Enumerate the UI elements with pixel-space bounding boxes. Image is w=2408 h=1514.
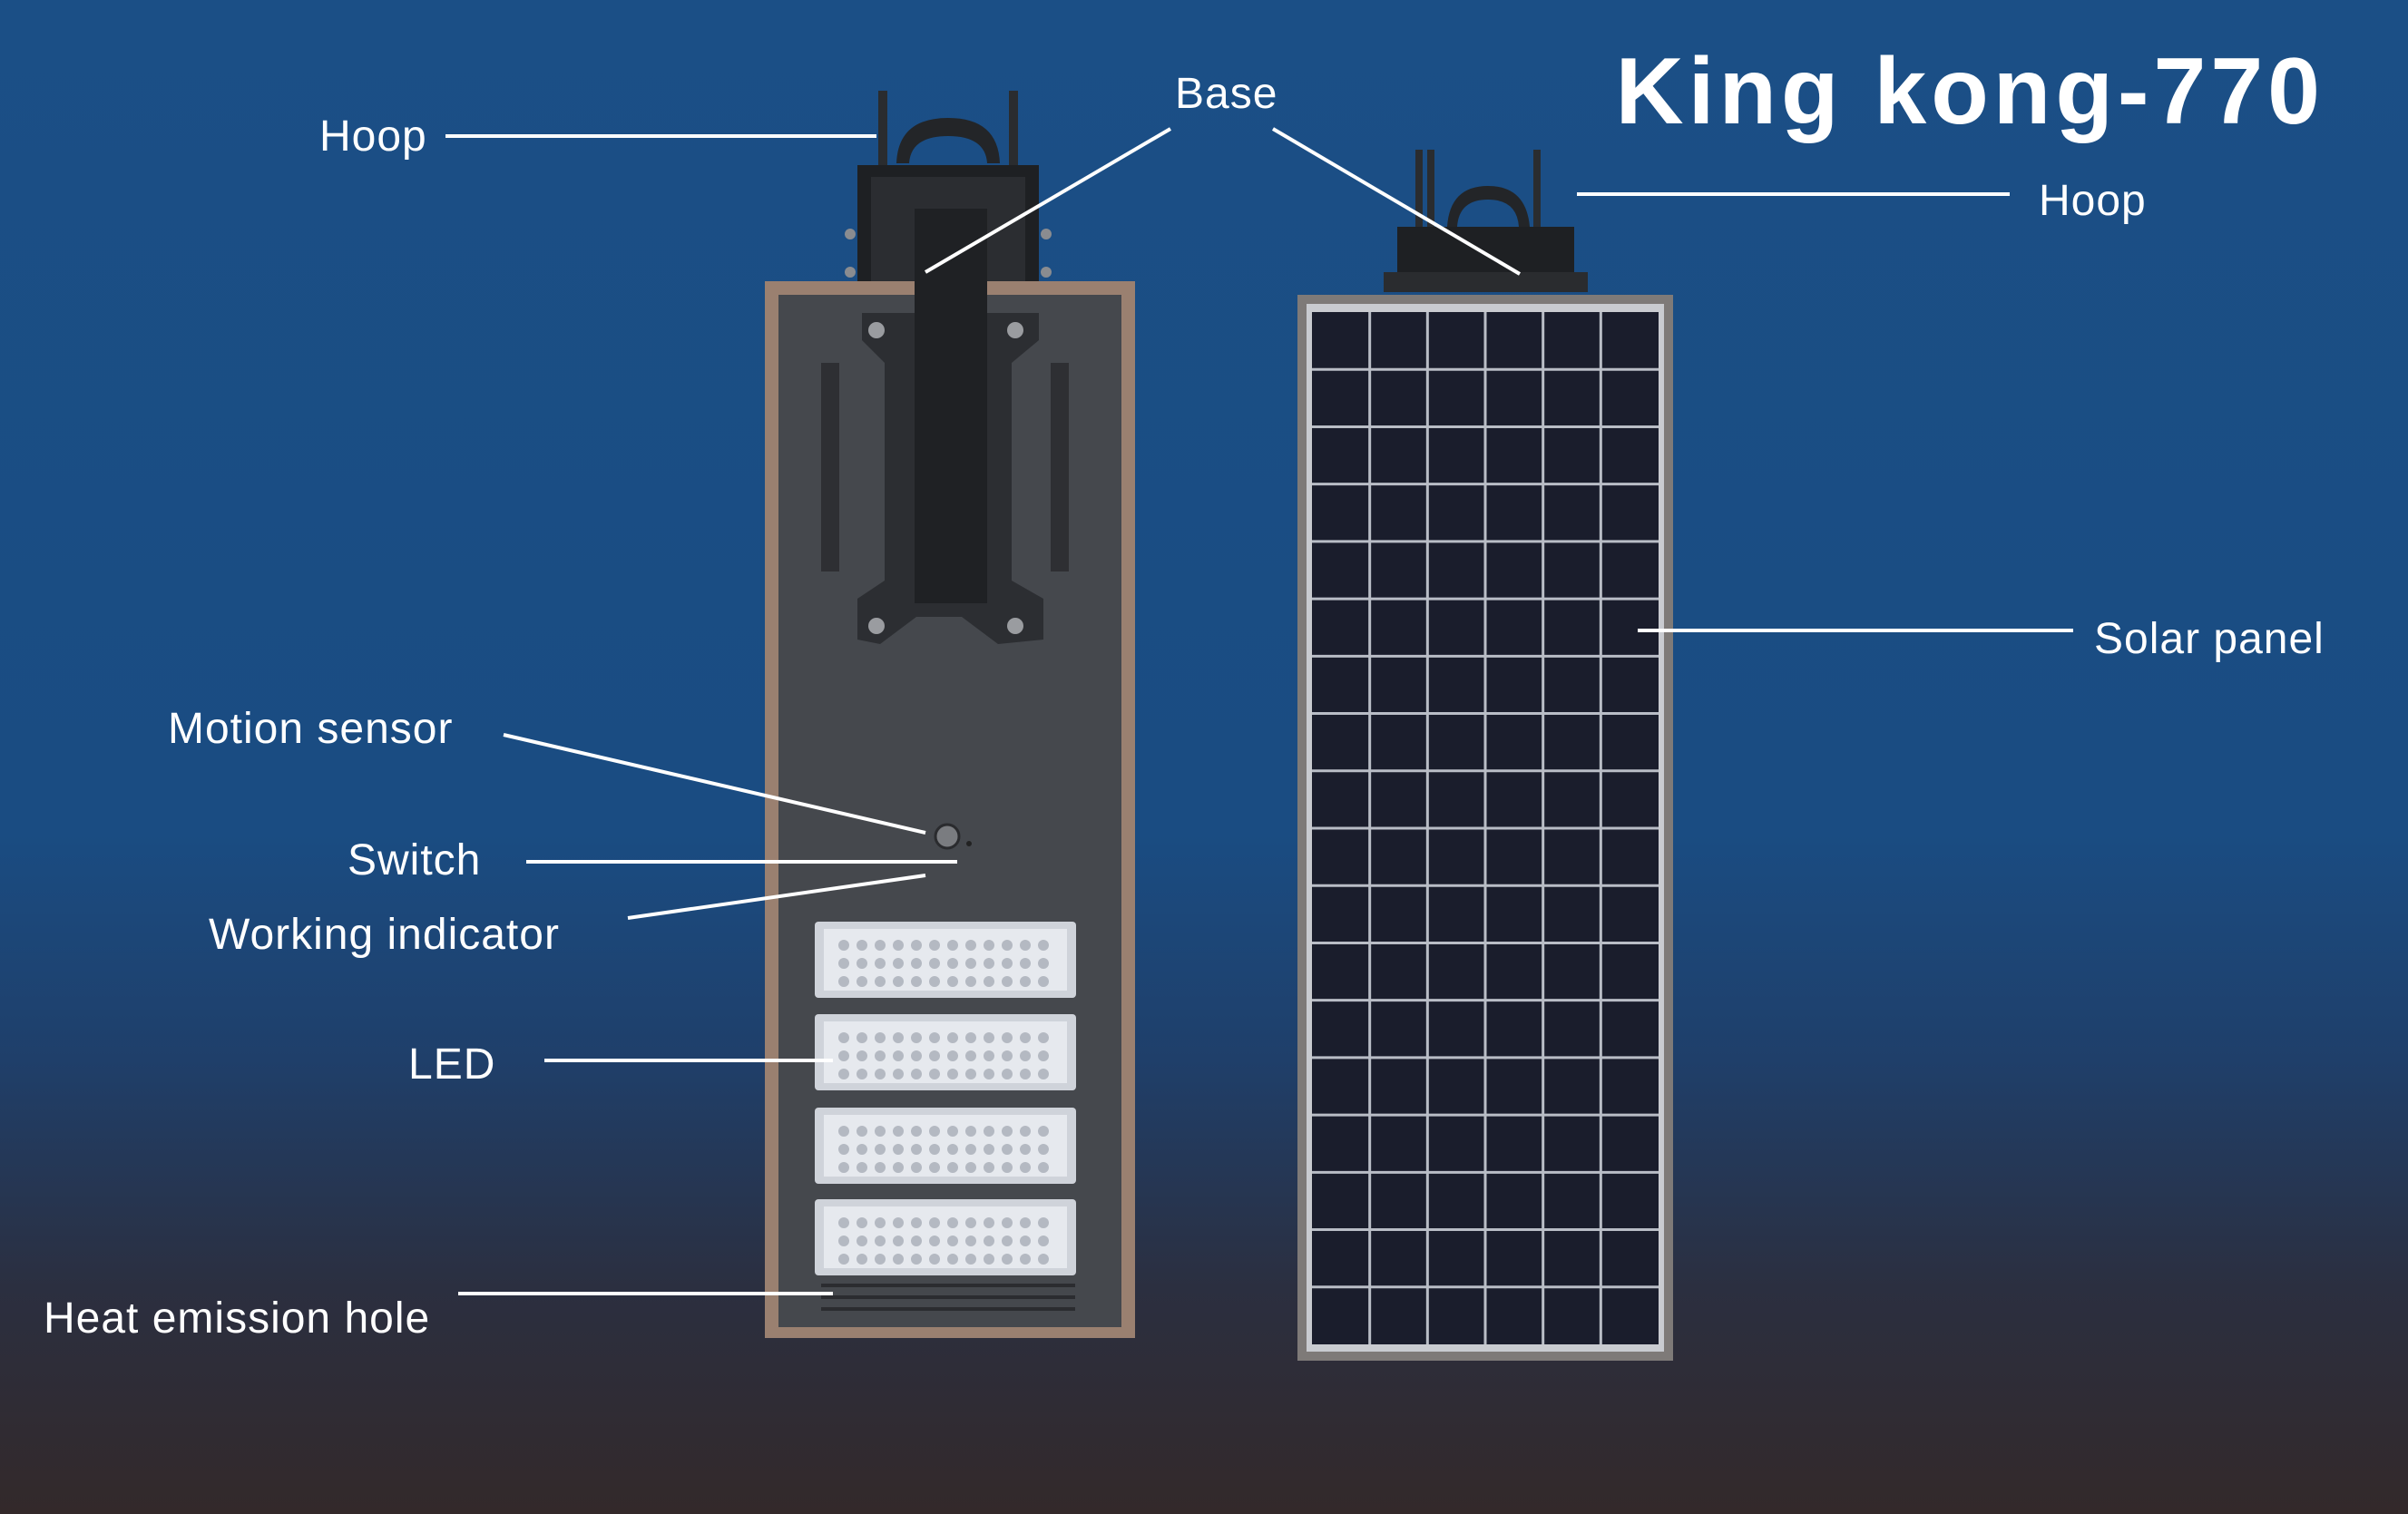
motion-sensor-part (934, 823, 961, 850)
base-label: Base (1175, 70, 1278, 118)
working-indicator-label: Working indicator (209, 911, 560, 959)
heat-emission-hole-label: Heat emission hole (44, 1294, 431, 1343)
motion-sensor-label: Motion sensor (168, 705, 454, 753)
hoop-right-part (1384, 150, 1588, 292)
hoop-right-label: Hoop (2039, 177, 2147, 225)
solar-panel-label: Solar panel (2094, 615, 2325, 663)
led-label: LED (408, 1040, 496, 1089)
base-right-leader (1271, 127, 1522, 276)
working-indicator-leader (627, 874, 926, 920)
heat-emission-holes (821, 1284, 1075, 1311)
motion-sensor-leader (503, 733, 926, 835)
solar-cell-grid (1312, 312, 1659, 1344)
hoop-left-label: Hoop (319, 112, 427, 161)
page-title: King kong-770 (1615, 39, 2325, 144)
base-left-leader (924, 127, 1172, 274)
hoop-left-part (878, 91, 1018, 181)
vent-holes (821, 363, 1069, 571)
switch-label: Switch (347, 836, 482, 884)
mount-arm (915, 209, 987, 603)
led-emitters (838, 940, 1049, 1265)
